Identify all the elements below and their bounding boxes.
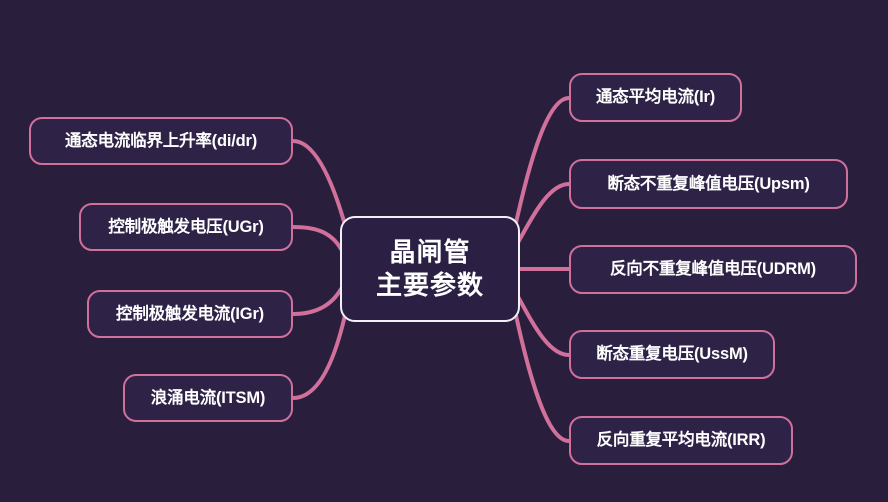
central-node-text: 晶闸管 主要参数 (376, 236, 484, 303)
center-to-通态平均电流 (512, 96, 571, 234)
center-to-断态不重复峰值电压 (514, 182, 571, 248)
branch-node-label: 反向重复平均电流(IRR) (596, 431, 766, 450)
central-node[interactable]: 晶闸管 主要参数 (340, 216, 520, 322)
center-to-通态电流临界上升率 (291, 139, 349, 234)
branch-node-label: 断态重复电压(UssM) (596, 345, 748, 364)
branch-node-right-4[interactable]: 断态重复电压(UssM) (569, 330, 775, 379)
branch-node-label: 通态平均电流(Ir) (596, 88, 715, 107)
central-node-line-1: 晶闸管 (389, 236, 471, 267)
branch-node-left-4[interactable]: 浪涌电流(ITSM) (123, 374, 293, 422)
branch-node-label: 控制极触发电压(UGr) (108, 217, 264, 236)
center-to-控制极触发电压 (291, 225, 343, 251)
branch-node-label: 反向不重复峰值电压(UDRM) (610, 260, 816, 279)
center-to-断态重复电压 (514, 291, 571, 357)
central-node-line-2: 主要参数 (375, 270, 484, 300)
branch-node-right-5[interactable]: 反向重复平均电流(IRR) (569, 416, 793, 465)
branch-node-right-3[interactable]: 反向不重复峰值电压(UDRM) (569, 245, 857, 294)
branch-node-left-1[interactable]: 通态电流临界上升率(di/dr) (29, 117, 293, 165)
branch-node-left-2[interactable]: 控制极触发电压(UGr) (79, 203, 293, 251)
branch-node-left-3[interactable]: 控制极触发电流(IGr) (87, 290, 293, 338)
branch-node-right-2[interactable]: 断态不重复峰值电压(Upsm) (569, 159, 848, 209)
branch-node-label: 通态电流临界上升率(di/dr) (64, 131, 258, 150)
center-to-反向重复平均电流 (512, 304, 571, 443)
center-to-浪涌电流 (291, 304, 349, 400)
branch-node-label: 浪涌电流(ITSM) (150, 388, 266, 407)
branch-node-right-1[interactable]: 通态平均电流(Ir) (569, 73, 742, 122)
center-to-控制极触发电流 (291, 287, 343, 316)
branch-node-label: 控制极触发电流(IGr) (116, 304, 264, 323)
branch-node-label: 断态不重复峰值电压(Upsm) (607, 174, 810, 193)
